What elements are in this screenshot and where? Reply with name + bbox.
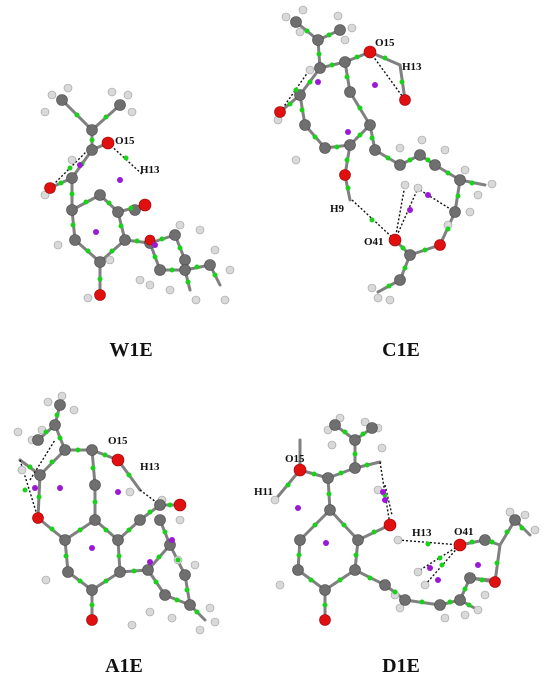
panel-label-d1e: D1E [382, 655, 420, 677]
rcp-c1e [315, 79, 431, 213]
atom-label-h13-c1e: H13 [402, 61, 422, 73]
atom-label-h9-c1e: H9 [330, 203, 345, 215]
molecule-w1e [40, 83, 235, 305]
panel-w1e: O15 H13 W1E [40, 83, 235, 361]
oxygens-d1e [293, 463, 501, 626]
atom-label-o15-a1e: O15 [108, 435, 128, 447]
hbonds-c1e [279, 51, 456, 241]
rcp-w1e [77, 162, 158, 248]
hbonds-w1e [49, 142, 144, 189]
panel-d1e: O15 H11 H13 O41 D1E [254, 413, 540, 677]
bcp-d1e [285, 429, 525, 608]
rcp-d1e [295, 489, 481, 583]
bcp-w1e [58, 112, 218, 285]
rcp-a1e [32, 485, 175, 565]
atom-label-h13-d1e: H13 [412, 527, 432, 539]
hbonds-d1e [379, 461, 461, 586]
atom-label-o15-d1e: O15 [285, 453, 305, 465]
oxygens-a1e [32, 453, 187, 626]
carbons-c1e [290, 16, 466, 286]
panel-label-a1e: A1E [105, 655, 143, 677]
atom-label-o41-d1e: O41 [454, 526, 474, 538]
panel-label-w1e: W1E [109, 339, 152, 361]
atom-label-h11-d1e: H11 [254, 486, 273, 498]
atom-label-h13-a1e: H13 [140, 461, 160, 473]
panel-a1e: O15 H13 A1E [13, 391, 220, 677]
bonds-w1e [48, 98, 222, 297]
panel-label-c1e: C1E [382, 339, 420, 361]
bcp-a1e [22, 412, 200, 615]
atom-label-h13-w1e: H13 [140, 164, 160, 176]
atom-label-o15-c1e: O15 [375, 37, 395, 49]
hydrogens-d1e [270, 413, 540, 623]
bonds-c1e [278, 20, 487, 294]
panel-c1e: O15 H13 H9 O41 C1E [273, 5, 497, 361]
oxygens-w1e [44, 136, 156, 301]
molecule-c1e [273, 5, 497, 305]
bcp-c1e [287, 28, 475, 289]
atom-label-o41-c1e: O41 [364, 236, 384, 248]
hydrogens-a1e [13, 391, 220, 635]
atom-label-o15-w1e: O15 [115, 135, 135, 147]
carbons-w1e [56, 94, 216, 276]
hydrogens-w1e [40, 83, 235, 305]
oxygens-c1e [274, 45, 446, 251]
molecule-d1e [270, 413, 540, 626]
bonds-d1e [273, 423, 532, 622]
molecule-a1e [13, 391, 220, 635]
carbons-a1e [32, 399, 196, 611]
hydrogens-c1e [273, 5, 497, 305]
